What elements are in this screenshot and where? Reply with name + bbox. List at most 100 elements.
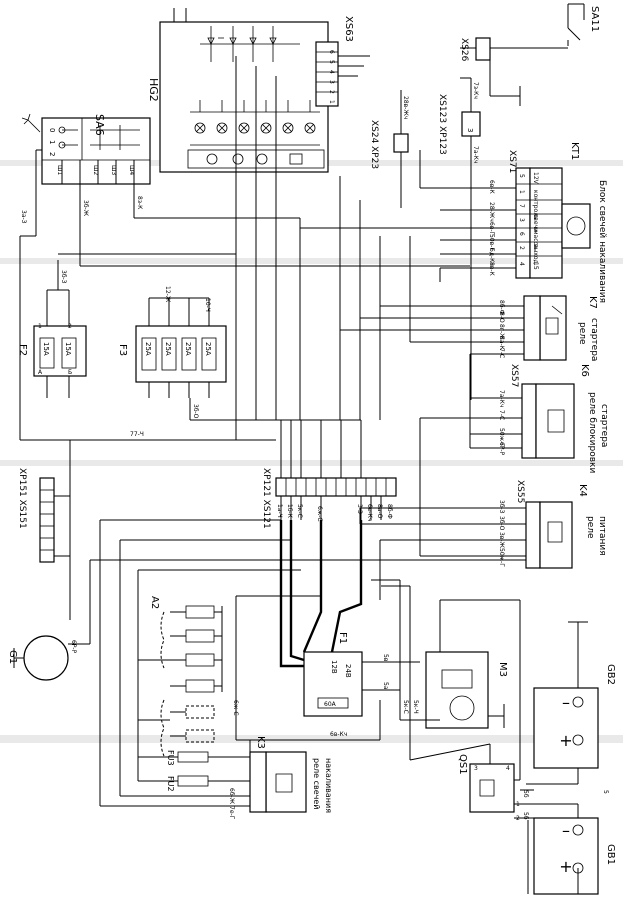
wire-label: 6Р-Р — [498, 442, 505, 456]
fu3-fuse — [177, 751, 209, 763]
f2-pin: 2 — [68, 323, 72, 330]
wire-label: 7-С — [498, 348, 505, 358]
f2-fuse-rating: 15A — [42, 342, 50, 356]
wire-label: 8в-К — [488, 262, 495, 277]
qs1-pin: 3 — [474, 765, 478, 772]
xs57-connector — [521, 383, 537, 459]
k7-body — [539, 295, 567, 361]
xp121-label: XP121 XS121 — [261, 468, 271, 529]
xs71-pin: 6 — [518, 232, 525, 236]
kt1-terminal: 15 — [532, 262, 539, 270]
fu2-fuse — [177, 775, 209, 787]
wire-label: 8з-К — [136, 196, 143, 210]
wire-label: 50ж-Г — [498, 428, 505, 447]
xp151-label: XP151 XS151 — [17, 468, 27, 529]
wire-label: 10-Ч — [204, 298, 211, 312]
wire-label: 8а-О — [376, 504, 383, 519]
sa6-body — [41, 117, 151, 185]
xs63-pin: 3 — [328, 80, 335, 84]
scan-band — [0, 460, 623, 466]
k7-label: K7 — [587, 296, 598, 309]
k3-caption: накаливания — [324, 758, 333, 813]
m3-starter-motor: M3 — [425, 599, 521, 729]
kt1-caption: Блок свечей накаливания — [597, 180, 607, 303]
qs1-battery-switch: QS1 3 4 1 2 — [457, 744, 578, 822]
g1-generator: G1 6Р-Р — [7, 635, 90, 681]
xs26-label: XS26 — [459, 38, 469, 62]
xs71-pin: 3 — [518, 218, 525, 222]
sa6-pos-0: 0 — [48, 128, 56, 132]
k4-label: K4 — [577, 484, 588, 497]
fu3-label: FU3 — [166, 750, 175, 766]
fu2-label: FU2 — [166, 776, 175, 792]
scan-band — [0, 258, 623, 264]
wire-label: 3б-О — [498, 516, 505, 531]
gb2-body — [533, 687, 599, 769]
sa6-terminal-1: Ш1 — [56, 165, 63, 175]
qs1-pin: 4 — [506, 765, 510, 772]
xs71-pin: 7 — [518, 204, 525, 208]
wire-label: 50в-Г — [488, 234, 495, 251]
k3-glow-relay: K3 реле свечей накаливания 6б-Ж 7е-Г 6ж-… — [100, 700, 333, 820]
gb2-minus: – — [562, 693, 570, 712]
wire-label: 3а-З — [20, 210, 27, 224]
wire-label: 3в-Ж — [498, 532, 505, 549]
wire-label: 7з-Кч — [472, 82, 479, 99]
xs55-connector — [525, 501, 541, 569]
xp123-label: XP123 — [437, 126, 447, 155]
f1-12v: 12В — [330, 660, 338, 674]
gb1-battery: – + GB1 — [514, 804, 616, 895]
kt1-module — [561, 203, 591, 249]
k3-label: K3 — [255, 736, 266, 749]
sa6-terminal-4: Ш4 — [128, 165, 135, 175]
k3-pins — [249, 751, 267, 813]
hg2-label: HG2 — [147, 78, 160, 102]
xp23-label: XP23 — [369, 146, 379, 169]
xs24-connector — [393, 133, 409, 153]
f1-24v: 24В — [344, 664, 352, 678]
wire-label: 5 — [602, 790, 609, 794]
hg2-lamps — [194, 122, 316, 134]
xp151-body — [39, 477, 55, 563]
f2-pin: А — [38, 369, 43, 376]
wire-label: 5к-С — [296, 504, 303, 518]
f3-fuse-rating: 25A — [144, 342, 152, 356]
xp121-connector: XP121 XS121 1а-Ч 1б-К 5к-С 6ж-С 3-З 6е-К… — [261, 420, 397, 529]
f3-fuse-rating: 25A — [184, 342, 192, 356]
k4-caption: реле — [585, 516, 595, 539]
wire-label: 8-О — [498, 312, 505, 323]
xs63-pin: 2 — [328, 90, 335, 94]
xs57-label: XS57 — [509, 364, 519, 387]
gb1-minus: – — [562, 821, 570, 840]
xs71-pin: 1 — [518, 190, 525, 194]
wire-label: 3б-З — [498, 500, 505, 514]
xs24-label: XS24 — [369, 120, 379, 144]
wire-label: 28-Жч — [488, 202, 495, 222]
xs71-label: XS71 — [507, 150, 517, 173]
xs123-label: XS123 — [437, 94, 447, 123]
f1-voltage-converter: 60А 12В 24В F1 5в 5а — [303, 632, 420, 717]
wire-label: 3б-З — [60, 270, 67, 284]
wire-label: 6д-Кч — [488, 248, 495, 266]
xs63-connector — [315, 41, 339, 107]
k7-starter-relay: K7 реле стартера 8б-Ф 8-О 8г-Ж 8а-К 7-С — [340, 295, 599, 361]
k6-starter-lock-relay: XS57 K6 реле блокировки стартера 7а-Кч 7… — [420, 364, 609, 473]
wire-label: 3б-Ж — [82, 200, 89, 217]
f3-fuse-rating: 25A — [164, 342, 172, 356]
wire-label: 8б-Ф — [386, 504, 393, 519]
glow-plug — [185, 605, 215, 619]
glow-plug — [185, 653, 215, 667]
k7-pins — [523, 295, 541, 361]
xs63-label: XS63 — [343, 16, 354, 42]
f2-pin: Б — [68, 369, 72, 376]
wire-label: 8б-Ф — [498, 300, 505, 315]
wire-label: 7а-Кч — [498, 390, 505, 407]
wire-label: 12-Ж — [164, 286, 171, 303]
f3-fuse-block: 25A 25A 25A 25A F3 12-Ж 10-Ч — [117, 286, 227, 398]
a2-label: A2 — [149, 596, 160, 609]
kt1-glow-plug-unit: XS71 KT1 Блок свечей накаливания 12V кон… — [300, 142, 607, 303]
k6-body — [535, 383, 575, 459]
xs71-pin: 4 — [518, 262, 525, 266]
sa11-switch: SA11 XS26 — [459, 3, 600, 106]
